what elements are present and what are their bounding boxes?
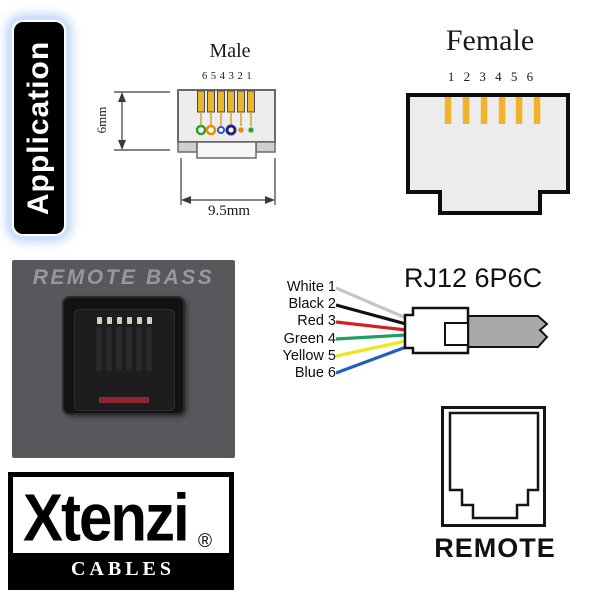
registered-trademark-icon: ® [198, 531, 212, 552]
male-connector-drawing [114, 89, 276, 205]
male-pin-numbers: 6 5 4 3 2 1 [201, 71, 253, 82]
arrow-up-icon [118, 92, 126, 102]
female-connector-title: Female [445, 24, 535, 57]
female-gold-pins [444, 97, 541, 124]
jack-contact-dot [117, 317, 122, 324]
brand-name: Xtenzi [23, 480, 190, 556]
jack-pin-fin [146, 327, 152, 371]
wire-label: Black 2 [288, 296, 336, 313]
wire-fanout-lines [336, 286, 406, 375]
wire-line-green [336, 333, 406, 341]
wire-line-white [336, 286, 406, 320]
jack-contact-dot [107, 317, 112, 324]
jack-contact-dot [97, 317, 102, 324]
brand-logo: Xtenzi ® CABLES [8, 472, 234, 590]
arrow-left-icon [181, 196, 191, 204]
wire-label: White 1 [286, 279, 336, 295]
wire-label: Blue 6 [294, 364, 336, 381]
brand-tagline: CABLES [13, 553, 229, 585]
male-pin-leads [200, 112, 252, 126]
rj12-title: RJ12 6P6C [404, 263, 543, 293]
arrow-right-icon [265, 196, 275, 204]
rj12-jack-photo [74, 309, 175, 411]
male-connector-body [177, 89, 276, 143]
application-badge-label: Application [22, 40, 55, 216]
wire-label: Yellow 5 [282, 347, 336, 364]
arrow-down-icon [118, 140, 126, 150]
jack-contact-dot [127, 317, 132, 324]
male-connector-title: Male [209, 40, 251, 62]
cable [467, 315, 549, 348]
rj12-plug-drawing [403, 306, 549, 355]
width-dimension-lines [180, 158, 276, 205]
wire-line-black [336, 303, 406, 326]
wire-color-legend: White 1 Black 2 Red 3 Green 4 Yellow 5 B… [248, 279, 336, 382]
female-connector-drawing [406, 93, 570, 215]
jack-recess [62, 296, 185, 415]
male-wire-color-dots [195, 124, 255, 136]
application-badge: Application [14, 22, 64, 234]
jack-contact-dot [137, 317, 142, 324]
male-height-dimension-label: 6mm [94, 106, 109, 134]
jack-pin-fin [96, 327, 102, 371]
remote-jack-inner [448, 411, 540, 520]
remote-bass-label: REMOTE BASS [32, 266, 215, 289]
plug-latch [444, 322, 469, 346]
remote-jack-label: REMOTE [434, 533, 556, 563]
male-width-dimension-label: 9.5mm [207, 203, 251, 219]
remote-bass-photo: REMOTE BASS [12, 260, 235, 458]
wire-line-red [336, 320, 406, 332]
male-connector-base [177, 141, 276, 159]
jack-red-stripe [99, 397, 149, 403]
remote-jack-drawing [441, 406, 546, 527]
female-connector-body [406, 93, 570, 215]
jack-contact-dot [147, 317, 152, 324]
jack-pin-fin [136, 327, 142, 371]
wire-label: Green 4 [283, 330, 336, 347]
wire-line-yellow [336, 339, 406, 358]
height-dimension-lines [114, 91, 170, 151]
jack-pin-fin [116, 327, 122, 371]
jack-pin-fin [106, 327, 112, 371]
female-pin-numbers: 1 2 3 4 5 6 [447, 69, 537, 84]
jack-pin-fin [126, 327, 132, 371]
wire-label: Red 3 [297, 313, 336, 330]
wire-line-blue [336, 345, 406, 375]
